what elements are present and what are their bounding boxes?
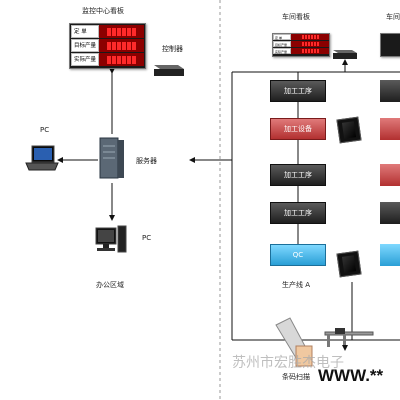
board-row-order: 定 单 [273, 34, 329, 40]
station-equipment: 加工设备 [270, 118, 326, 140]
control-center-title: 监控中心看板 [82, 7, 124, 15]
caliper-icon [324, 328, 374, 347]
pc-bottom-label: PC [142, 234, 152, 242]
board-row-actual: 实际产量 [71, 53, 144, 66]
board-row-label: 实际产量 [71, 53, 99, 66]
controller-device-icon [154, 65, 184, 76]
led-readout [99, 39, 144, 52]
barcode-scanner-label: 条码扫描 [282, 373, 310, 381]
control-center-board: 定 单 目标产量 实际产量 [69, 23, 146, 69]
company-watermark: 苏州市宏胜杰电子 [232, 355, 344, 371]
desktop-pc-icon [95, 225, 127, 253]
line-b-station-5 [380, 244, 400, 266]
workshop-board-b [380, 33, 400, 57]
led-readout [99, 53, 144, 66]
station-process-1: 加工工序 [270, 80, 326, 102]
office-area-label: 办公区域 [96, 281, 124, 289]
qc-terminal-icon [336, 250, 362, 278]
url-watermark: WWW.** [318, 366, 384, 385]
production-line-label: 生产线 A [282, 281, 311, 289]
station-qc: QC [270, 244, 326, 266]
board-row-label: 实际产量 [273, 48, 291, 54]
led-readout [291, 41, 329, 47]
server-label: 服务器 [136, 157, 157, 165]
server-icon [99, 137, 124, 179]
line-b-station-1 [380, 80, 400, 102]
led-readout [291, 48, 329, 54]
led-readout [99, 25, 144, 38]
barcode-scanner-icon [275, 317, 313, 367]
led-readout [291, 34, 329, 40]
laptop-icon [25, 145, 59, 171]
board-row-label: 定 单 [273, 34, 291, 40]
board-row-label: 目标产量 [71, 39, 99, 52]
board-row-target: 目标产量 [71, 39, 144, 52]
line-b-station-3 [380, 164, 400, 186]
equipment-terminal-icon [336, 116, 362, 144]
workshop-board-a: 定 单 目标产量 实际产量 [272, 33, 330, 57]
workshop-controller-icon [333, 50, 357, 59]
board-row-label: 目标产量 [273, 41, 291, 47]
station-process-2: 加工工序 [270, 164, 326, 186]
workshop-board-title-b: 车间看板 [386, 13, 400, 21]
pc-left-label: PC [40, 126, 50, 134]
line-b-station-4 [380, 202, 400, 224]
board-row-label: 定 单 [71, 25, 99, 38]
board-row-order: 定 单 [71, 25, 144, 38]
workshop-board-title-a: 车间看板 [282, 13, 310, 21]
board-row-target: 目标产量 [273, 41, 329, 47]
station-process-3: 加工工序 [270, 202, 326, 224]
board-row-actual: 实际产量 [273, 48, 329, 54]
line-b-station-2 [380, 118, 400, 140]
controller-label: 控制器 [162, 45, 183, 53]
